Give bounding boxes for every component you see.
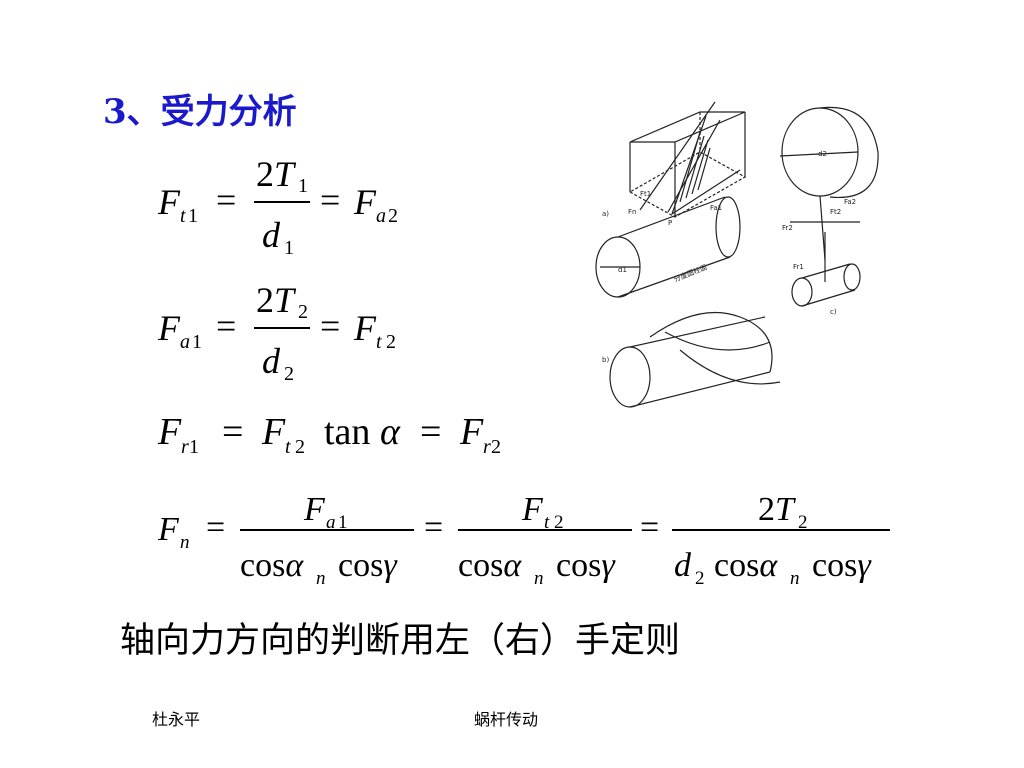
- label-a: a): [602, 210, 609, 218]
- svg-text:F: F: [157, 511, 180, 548]
- svg-text:=: =: [206, 509, 225, 546]
- equation-fa1: F a 1 = 2T 2 d 2 = F t 2: [157, 276, 428, 400]
- svg-text:cosα: cosα: [240, 547, 304, 584]
- svg-text:r: r: [483, 436, 491, 458]
- label-d2: d2: [818, 150, 827, 158]
- label-fa1: Fa1: [710, 204, 722, 212]
- svg-text:d: d: [262, 341, 281, 381]
- svg-text:1: 1: [189, 436, 199, 458]
- svg-text:2: 2: [798, 512, 808, 533]
- svg-text:n: n: [316, 568, 326, 589]
- svg-text:F: F: [521, 491, 544, 528]
- worm-gear-force-diagram: a) b) c) 分度圆柱面 d1 d2 P Ft1 Fa1 Ft2 Fa2 F…: [580, 92, 885, 422]
- svg-text:r: r: [181, 436, 189, 458]
- equation-fn: F n = F a 1 cosα n cosγ = F t 2 cosα n c…: [157, 490, 898, 604]
- label-d1: d1: [618, 266, 627, 274]
- label-fa2: Fa2: [844, 198, 856, 206]
- gear-disk: [779, 106, 879, 261]
- worm-cylinder: [595, 196, 741, 298]
- label-p: P: [668, 219, 672, 227]
- equation-fr1: F r 1 = F t 2 tan α = F r 2: [157, 404, 538, 473]
- svg-text:n: n: [180, 532, 190, 553]
- svg-text:F: F: [157, 308, 181, 348]
- svg-text:d: d: [262, 215, 281, 255]
- footer-author: 杜永平: [152, 710, 201, 729]
- svg-text:t: t: [544, 512, 550, 533]
- svg-text:1: 1: [298, 175, 308, 197]
- svg-text:1: 1: [192, 331, 202, 353]
- label-b: b): [602, 356, 609, 364]
- svg-text:cosγ: cosγ: [338, 547, 398, 584]
- svg-text:1: 1: [284, 237, 294, 259]
- svg-text:F: F: [353, 182, 377, 222]
- svg-text:=: =: [320, 306, 340, 346]
- slide-title: 3、受力分析: [103, 92, 297, 132]
- svg-text:2: 2: [295, 436, 305, 458]
- svg-text:t: t: [285, 436, 291, 458]
- equation-ft1: F t 1 = 2T 1 d 1 = F a 2: [157, 150, 428, 274]
- svg-text:d: d: [674, 547, 692, 584]
- svg-text:=: =: [222, 411, 243, 453]
- equation-ft1-svg: F t 1 = 2T 1 d 1 = F a 2: [157, 154, 398, 259]
- svg-text:2T: 2T: [256, 280, 297, 320]
- label-fr2: Fr2: [782, 224, 793, 232]
- svg-text:F: F: [157, 411, 182, 453]
- equation-fa1-svg: F a 1 = 2T 2 d 2 = F t 2: [157, 280, 396, 385]
- svg-text:2: 2: [284, 363, 294, 385]
- svg-text:n: n: [790, 568, 800, 589]
- force-box: [628, 101, 747, 218]
- svg-text:a: a: [180, 331, 190, 353]
- svg-text:F: F: [303, 491, 326, 528]
- svg-text:2: 2: [491, 436, 501, 458]
- svg-text:tan: tan: [324, 411, 370, 453]
- svg-text:=: =: [424, 509, 443, 546]
- svg-text:=: =: [420, 411, 441, 453]
- svg-text:α: α: [380, 411, 401, 453]
- svg-text:=: =: [320, 180, 340, 220]
- label-cylinder: 分度圆柱面: [672, 262, 708, 283]
- svg-text:2T: 2T: [256, 154, 297, 194]
- svg-text:cosγ: cosγ: [556, 547, 616, 584]
- small-worm: [791, 232, 861, 307]
- svg-text:t: t: [376, 331, 382, 353]
- svg-text:2: 2: [298, 301, 308, 323]
- svg-text:=: =: [216, 180, 236, 220]
- svg-text:2: 2: [386, 331, 396, 353]
- label-fn: Fn: [628, 208, 636, 216]
- svg-text:=: =: [216, 306, 236, 346]
- label-c: c): [830, 308, 837, 316]
- svg-text:2: 2: [554, 512, 564, 533]
- equation-fr1-svg: F r 1 = F t 2 tan α = F r 2: [157, 411, 501, 458]
- worm-gear-force-svg: a) b) c) 分度圆柱面 d1 d2 P Ft1 Fa1 Ft2 Fa2 F…: [595, 101, 879, 408]
- svg-text:1: 1: [188, 205, 198, 227]
- svg-text:1: 1: [338, 512, 348, 533]
- svg-text:n: n: [534, 568, 544, 589]
- worm-and-gear: [609, 311, 781, 408]
- svg-text:2: 2: [388, 205, 398, 227]
- svg-text:F: F: [459, 411, 484, 453]
- svg-text:cosα: cosα: [458, 547, 522, 584]
- hand-rule-text: 轴向力方向的判断用左（右）手定则: [120, 621, 681, 661]
- svg-text:a: a: [326, 512, 336, 533]
- svg-text:2: 2: [695, 568, 705, 589]
- svg-text:t: t: [180, 205, 186, 227]
- svg-text:F: F: [353, 308, 377, 348]
- label-ft2: Ft2: [830, 208, 841, 216]
- label-ft1: Ft1: [640, 190, 651, 198]
- label-fr1: Fr1: [793, 263, 804, 271]
- equation-fn-svg: F n = F a 1 cosα n cosγ = F t 2 cosα n c…: [157, 491, 890, 589]
- footer-topic: 蜗杆传动: [474, 710, 539, 729]
- svg-text:F: F: [157, 182, 181, 222]
- svg-text:F: F: [261, 411, 286, 453]
- svg-text:a: a: [376, 205, 386, 227]
- svg-text:cosα: cosα: [714, 547, 778, 584]
- svg-text:2T: 2T: [758, 491, 796, 528]
- svg-text:=: =: [640, 509, 659, 546]
- svg-text:cosγ: cosγ: [812, 547, 872, 584]
